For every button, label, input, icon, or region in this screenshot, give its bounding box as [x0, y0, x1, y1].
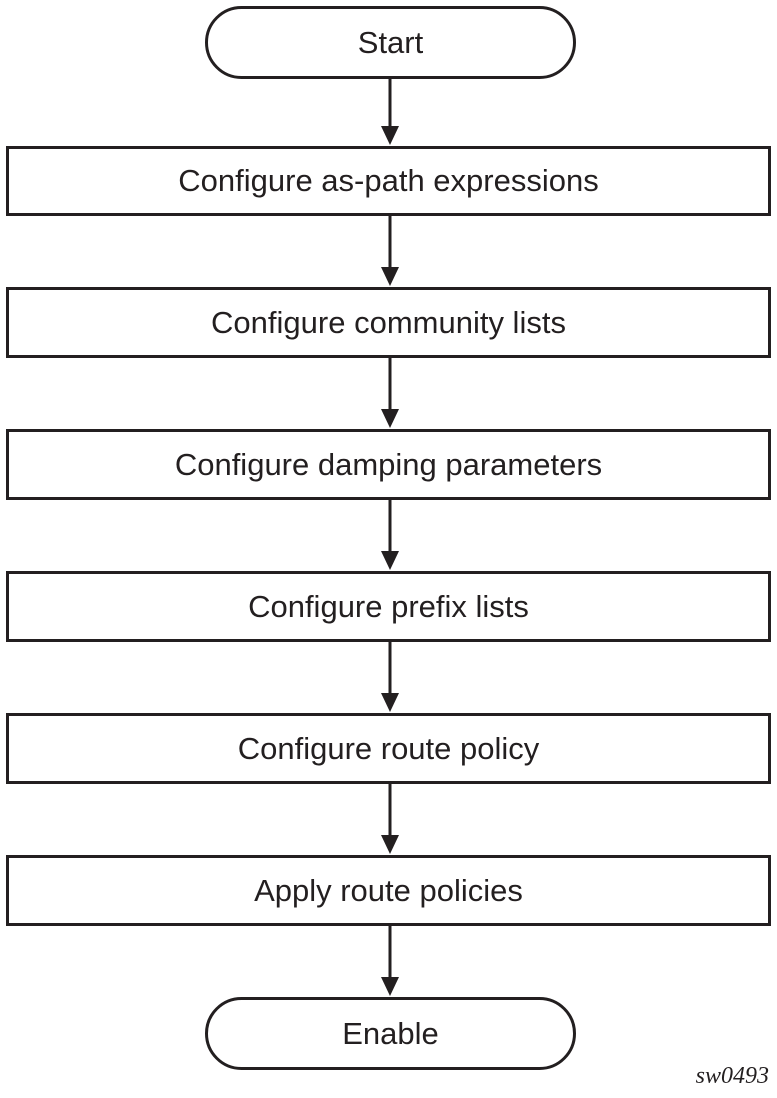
- flow-arrow: [381, 79, 399, 145]
- step-label: Configure route policy: [237, 730, 540, 766]
- step-label: Configure community lists: [211, 304, 566, 340]
- flow-arrow: [381, 216, 399, 286]
- step-configure-damping-parameters: Configure damping parameters: [6, 429, 771, 500]
- step-configure-route-policy: Configure route policy: [6, 713, 771, 784]
- step-label: Configure prefix lists: [248, 588, 529, 624]
- step-configure-community-lists: Configure community lists: [6, 287, 771, 358]
- start-terminal: Start: [205, 6, 576, 79]
- flow-arrow: [381, 500, 399, 570]
- step-label: Apply route policies: [254, 872, 523, 908]
- figure-id: sw0493: [695, 1063, 769, 1089]
- start-label: Start: [357, 24, 424, 60]
- flow-arrow: [381, 642, 399, 712]
- step-label: Configure damping parameters: [174, 446, 603, 482]
- step-label: Configure as-path expressions: [178, 163, 599, 198]
- end-terminal: Enable: [205, 997, 576, 1070]
- flow-arrow: [381, 358, 399, 428]
- step-configure-prefix-lists: Configure prefix lists: [6, 571, 771, 642]
- end-label: Enable: [342, 1015, 439, 1051]
- flow-arrow: [381, 926, 399, 996]
- step-configure-as-path-expressions: Configure as-path expressions: [6, 146, 771, 216]
- step-apply-route-policies: Apply route policies: [6, 855, 771, 926]
- flow-arrow: [381, 784, 399, 854]
